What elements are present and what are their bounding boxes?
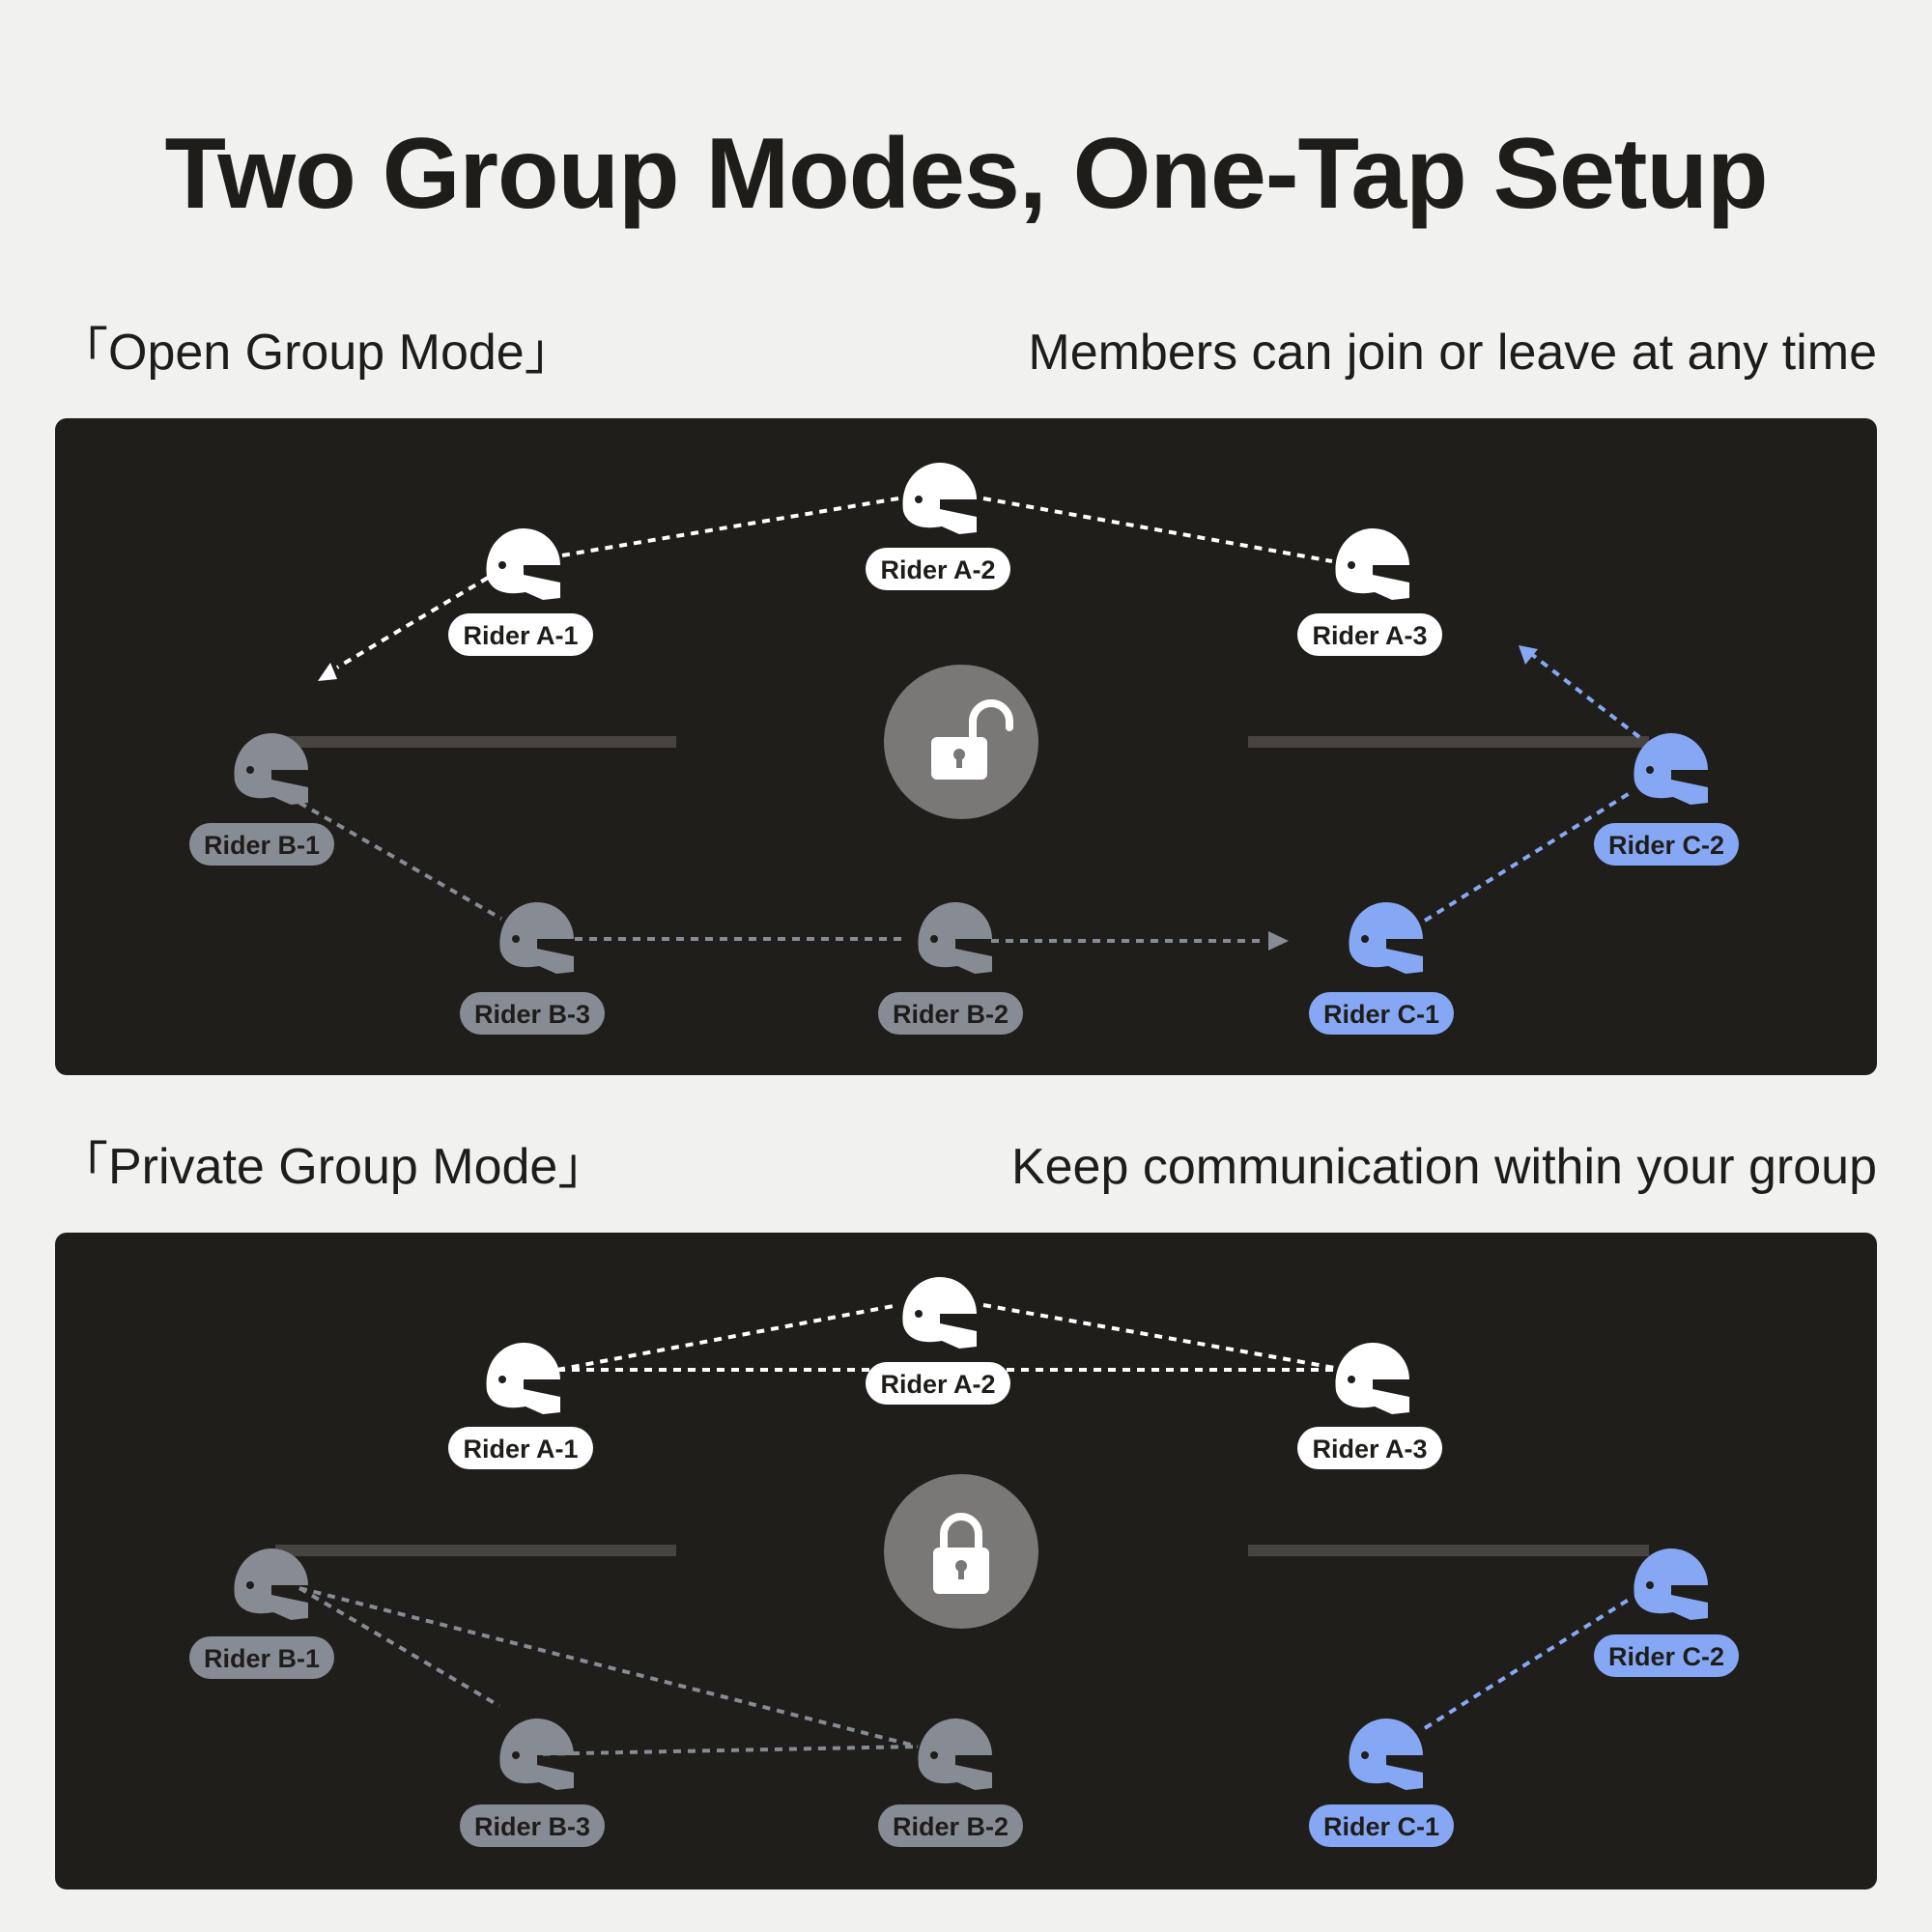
open-mode-description: Members can join or leave at any time: [1028, 325, 1877, 381]
rider-label: Rider B-2: [893, 1812, 1009, 1841]
helmet-icon-a-3: [1335, 528, 1409, 600]
rider-badge-a-1: Rider A-1: [448, 613, 593, 656]
rider-badge-a-2: Rider A-2: [866, 1362, 1010, 1405]
rider-badge-b-1: Rider B-1: [189, 823, 334, 866]
rider-badge-c-2: Rider C-2: [1594, 1634, 1739, 1677]
helmet-icon-c-1: [1349, 902, 1423, 974]
link-b1-b3: [298, 801, 502, 921]
rider-label: Rider A-3: [1312, 621, 1427, 650]
rider-label: Rider C-1: [1323, 1812, 1439, 1841]
helmet-icon-b-3: [499, 902, 574, 974]
rider-badge-b-3: Rider B-3: [460, 992, 605, 1035]
rider-badge-a-1: Rider A-1: [448, 1427, 593, 1469]
rider-label: Rider A-1: [463, 621, 578, 650]
divider-left: [275, 1545, 676, 1556]
rider-label: Rider C-1: [1323, 1000, 1439, 1029]
rider-badge-a-3: Rider A-3: [1297, 1427, 1442, 1469]
helmet-icon-c-2: [1634, 733, 1708, 805]
open-mode-title: 「Open Group Mode」: [58, 325, 575, 381]
arrowhead-c2-join: [1519, 645, 1538, 665]
helmet-icon-a-2: [902, 463, 977, 534]
link-b1-b2: [298, 1586, 919, 1748]
helmet-icon-b-1: [234, 1548, 308, 1620]
rider-badge-c-2: Rider C-2: [1594, 823, 1739, 866]
rider-label: Rider B-3: [474, 1000, 590, 1029]
helmet-icon-c-2: [1634, 1548, 1708, 1620]
rider-badge-b-1: Rider B-1: [189, 1636, 334, 1679]
divider-right: [1248, 1545, 1649, 1556]
rider-label: Rider A-2: [880, 555, 995, 584]
link-c1-c2: [1423, 791, 1632, 923]
helmet-icon-a-1: [486, 528, 560, 600]
link-a2-a3: [982, 1303, 1336, 1370]
rider-badge-a-2: Rider A-2: [866, 548, 1010, 590]
arrowhead-b2-c1: [1268, 931, 1289, 951]
private-mode-title: 「Private Group Mode」: [58, 1139, 609, 1195]
rider-badge-b-3: Rider B-3: [460, 1804, 605, 1847]
divider-right: [1248, 736, 1649, 748]
helmet-icon-c-1: [1349, 1719, 1423, 1790]
helmet-icon-a-3: [1335, 1343, 1409, 1414]
helmet-icon-b-2: [918, 1719, 992, 1790]
link-b3-b2: [527, 1745, 919, 1756]
rider-badge-c-1: Rider C-1: [1309, 1804, 1454, 1847]
private-mode-description: Keep communication within your group: [1010, 1139, 1877, 1195]
rider-badge-b-2: Rider B-2: [878, 992, 1023, 1035]
rider-label: Rider A-1: [463, 1435, 578, 1463]
rider-badge-c-1: Rider C-1: [1309, 992, 1454, 1035]
rider-label: Rider A-2: [880, 1370, 995, 1399]
helmet-icon-b-1: [234, 733, 308, 805]
rider-label: Rider B-1: [204, 831, 320, 860]
link-a1-a2: [561, 497, 899, 557]
rider-label: Rider A-3: [1312, 1435, 1427, 1463]
link-c1-c2: [1423, 1596, 1634, 1730]
link-c2-join: [1524, 648, 1641, 739]
rider-badge-a-3: Rider A-3: [1297, 613, 1442, 656]
rider-label: Rider C-2: [1608, 831, 1724, 860]
helmet-icon-a-1: [486, 1343, 560, 1414]
rider-label: Rider C-2: [1608, 1642, 1724, 1671]
helmet-icon-a-2: [902, 1277, 977, 1349]
rider-label: Rider B-1: [204, 1644, 320, 1673]
rider-label: Rider B-2: [893, 1000, 1009, 1029]
page-title: Two Group Modes, One-Tap Setup: [164, 118, 1769, 230]
link-a1-a2: [556, 1303, 899, 1372]
lock-closed-icon: [884, 1474, 1038, 1629]
helmet-icon-b-2: [918, 902, 992, 974]
link-a1-exit: [335, 576, 490, 669]
link-b1-b3: [298, 1586, 501, 1708]
divider-left: [275, 736, 676, 748]
lock-open-icon: [884, 665, 1038, 819]
rider-badge-b-2: Rider B-2: [878, 1804, 1023, 1847]
rider-label: Rider B-3: [474, 1812, 590, 1841]
helmet-icon-b-3: [499, 1719, 574, 1790]
arrowhead-a1-exit: [318, 663, 337, 681]
link-a2-a3: [982, 497, 1333, 563]
